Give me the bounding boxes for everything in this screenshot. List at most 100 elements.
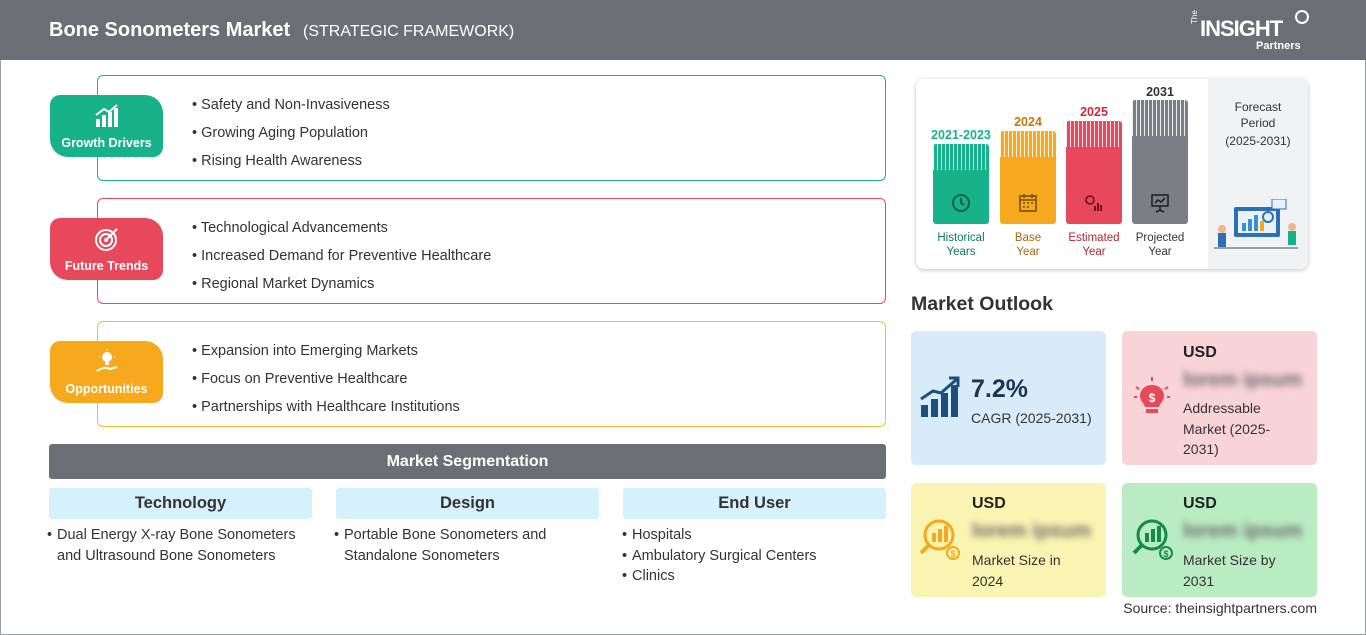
insight-partners-logo[interactable]: The INSIGHT Partners <box>1190 10 1310 54</box>
market-outlook-title: Market Outlook <box>911 293 1053 315</box>
desc-line-2: 2024 <box>972 572 1004 589</box>
segment-design-title: Design <box>336 488 599 519</box>
magnifier-chart-icon: $ <box>1132 519 1173 560</box>
period-caption: Projected Year <box>1118 231 1202 259</box>
badge-label: Growth Drivers <box>61 136 152 150</box>
forecast-line-2: Period <box>1240 116 1276 130</box>
list-item: • Partnerships with Healthcare Instituti… <box>192 399 460 415</box>
addressable-desc: Addressable Market (2025- 2031) <box>1183 398 1270 460</box>
svg-text:$: $ <box>1163 549 1168 559</box>
svg-text:$: $ <box>1149 391 1156 405</box>
opportunities-list: • Expansion into Emerging Markets • Focu… <box>192 342 460 426</box>
list-item: • Technological Advancements <box>192 220 388 236</box>
period-bar <box>1000 131 1056 224</box>
svg-text:$: $ <box>950 549 955 559</box>
market-segmentation-header: Market Segmentation <box>49 444 886 479</box>
forecast-line-1: Forecast <box>1234 100 1282 114</box>
timeline-estimated: 2025 Estimated Year <box>1066 79 1122 269</box>
magnifier-chart-icon: $ <box>919 519 960 560</box>
list-item: Hospitals <box>622 525 877 546</box>
segment-end-user-title: End User <box>623 488 886 519</box>
list-item: • Focus on Preventive Healthcare <box>192 371 408 387</box>
gear-chart-icon <box>1085 195 1102 211</box>
caption-line-1: Estimated <box>1068 232 1120 244</box>
period-year: 2031 <box>1146 85 1174 99</box>
desc-line-2: 2031 <box>1183 572 1215 589</box>
future-trends-badge: Future Trends <box>50 218 163 280</box>
list-item: • Rising Health Awareness <box>192 153 363 169</box>
caption-line-1: Projected <box>1135 232 1185 244</box>
segment-technology-list: Dual Energy X-ray Bone Sonometers and Ul… <box>47 525 302 566</box>
period-year: 2025 <box>1080 105 1108 119</box>
caption-line-1: Base <box>1014 232 1042 244</box>
list-item: • Safety and Non-Invasiveness <box>192 97 390 113</box>
timeline-panel: Forecast Period (2025-2031) 2021-2023 Hi… <box>916 79 1308 269</box>
desc-line-3: 2031) <box>1183 441 1219 457</box>
blurred-value: lorem ipsum <box>972 520 1091 542</box>
caption-line-2: Year <box>1082 246 1106 258</box>
target-icon <box>95 228 118 251</box>
future-trends-list: • Technological Advancements • Increased… <box>192 219 491 303</box>
badge-label: Future Trends <box>64 259 149 273</box>
badge-label: Opportunities <box>65 382 148 396</box>
period-caption: Historical Years <box>919 231 1003 259</box>
clock-history-icon <box>952 194 970 212</box>
growth-drivers-badge: Growth Drivers <box>50 95 163 157</box>
logo-the: The <box>1190 10 1199 24</box>
blurred-value: lorem ipsum <box>1183 520 1302 542</box>
currency-label: USD <box>1183 495 1217 512</box>
header-bar: Bone Sonometers Market (STRATEGIC FRAMEW… <box>0 0 1366 60</box>
lightbulb-hand-icon <box>96 349 118 372</box>
list-item: Clinics <box>622 566 877 587</box>
forecast-range: (2025-2031) <box>1225 134 1291 148</box>
list-item: • Regional Market Dynamics <box>192 276 375 292</box>
source-link[interactable]: Source: theinsightpartners.com <box>1123 600 1317 616</box>
cagr-value: 7.2% <box>971 375 1028 403</box>
list-item: Ambulatory Surgical Centers <box>622 546 877 567</box>
segment-end-user-list: Hospitals Ambulatory Surgical Centers Cl… <box>622 525 877 587</box>
future-trends-card: • Technological Advancements • Increased… <box>97 198 886 304</box>
currency-label: USD <box>1183 344 1217 361</box>
forecast-period-label: Forecast Period (2025-2031) <box>1208 99 1308 149</box>
list-item: • Expansion into Emerging Markets <box>192 343 418 359</box>
period-year: 2021-2023 <box>931 128 991 142</box>
size-2031-desc: Market Size by 2031 <box>1183 550 1276 591</box>
period-year: 2024 <box>1014 115 1042 129</box>
page-title: Bone Sonometers Market <box>49 19 291 41</box>
segment-design-list: Portable Bone Sonometers and Standalone … <box>334 525 559 566</box>
caption-line-2: Years <box>946 246 976 258</box>
list-item: • Increased Demand for Preventive Health… <box>192 248 492 264</box>
list-item: Dual Energy X-ray Bone Sonometers and Ul… <box>47 525 302 566</box>
cagr-label: CAGR (2025-2031) <box>971 410 1092 426</box>
logo-arc-icon <box>1295 10 1309 24</box>
opportunities-card: • Expansion into Emerging Markets • Focu… <box>97 321 886 427</box>
timeline-projected: 2031 Projected Year <box>1132 79 1188 269</box>
growth-chart-icon <box>920 376 960 417</box>
growth-chart-icon <box>95 104 118 127</box>
page-subtitle: (STRATEGIC FRAMEWORK) <box>303 23 515 40</box>
period-caption: Estimated Year <box>1052 231 1136 259</box>
money-bulb-icon: $ <box>1134 377 1170 413</box>
blurred-value: lorem ipsum <box>1183 369 1302 391</box>
list-item: Portable Bone Sonometers and Standalone … <box>334 525 559 566</box>
desc-line-1: Market Size in <box>972 552 1061 568</box>
period-caption: Base Year <box>986 231 1070 259</box>
desc-line-1: Market Size by <box>1183 552 1276 568</box>
cagr-box: 7.2% CAGR (2025-2031) <box>911 331 1106 465</box>
growth-drivers-card: • Safety and Non-Invasiveness • Growing … <box>97 75 886 181</box>
caption-line-1: Historical <box>937 232 985 244</box>
size-2024-desc: Market Size in 2024 <box>972 550 1061 591</box>
analytics-people-icon <box>1214 199 1298 249</box>
desc-line-2: Market (2025- <box>1183 420 1271 437</box>
period-bar <box>933 144 989 224</box>
timeline-base: 2024 Base Year <box>1000 79 1056 269</box>
caption-line-2: Year <box>1016 246 1040 258</box>
currency-label: USD <box>972 495 1006 512</box>
list-item: • Growing Aging Population <box>192 125 368 141</box>
logo-partners: Partners <box>1256 40 1301 52</box>
logo-insight: INSIGHT <box>1200 16 1283 41</box>
segment-technology-title: Technology <box>49 488 312 519</box>
addressable-market-box: $ USD lorem ipsum Addressable Market (20… <box>1122 331 1317 465</box>
presentation-icon <box>1151 194 1169 213</box>
desc-line-1: Addressable <box>1183 400 1261 416</box>
